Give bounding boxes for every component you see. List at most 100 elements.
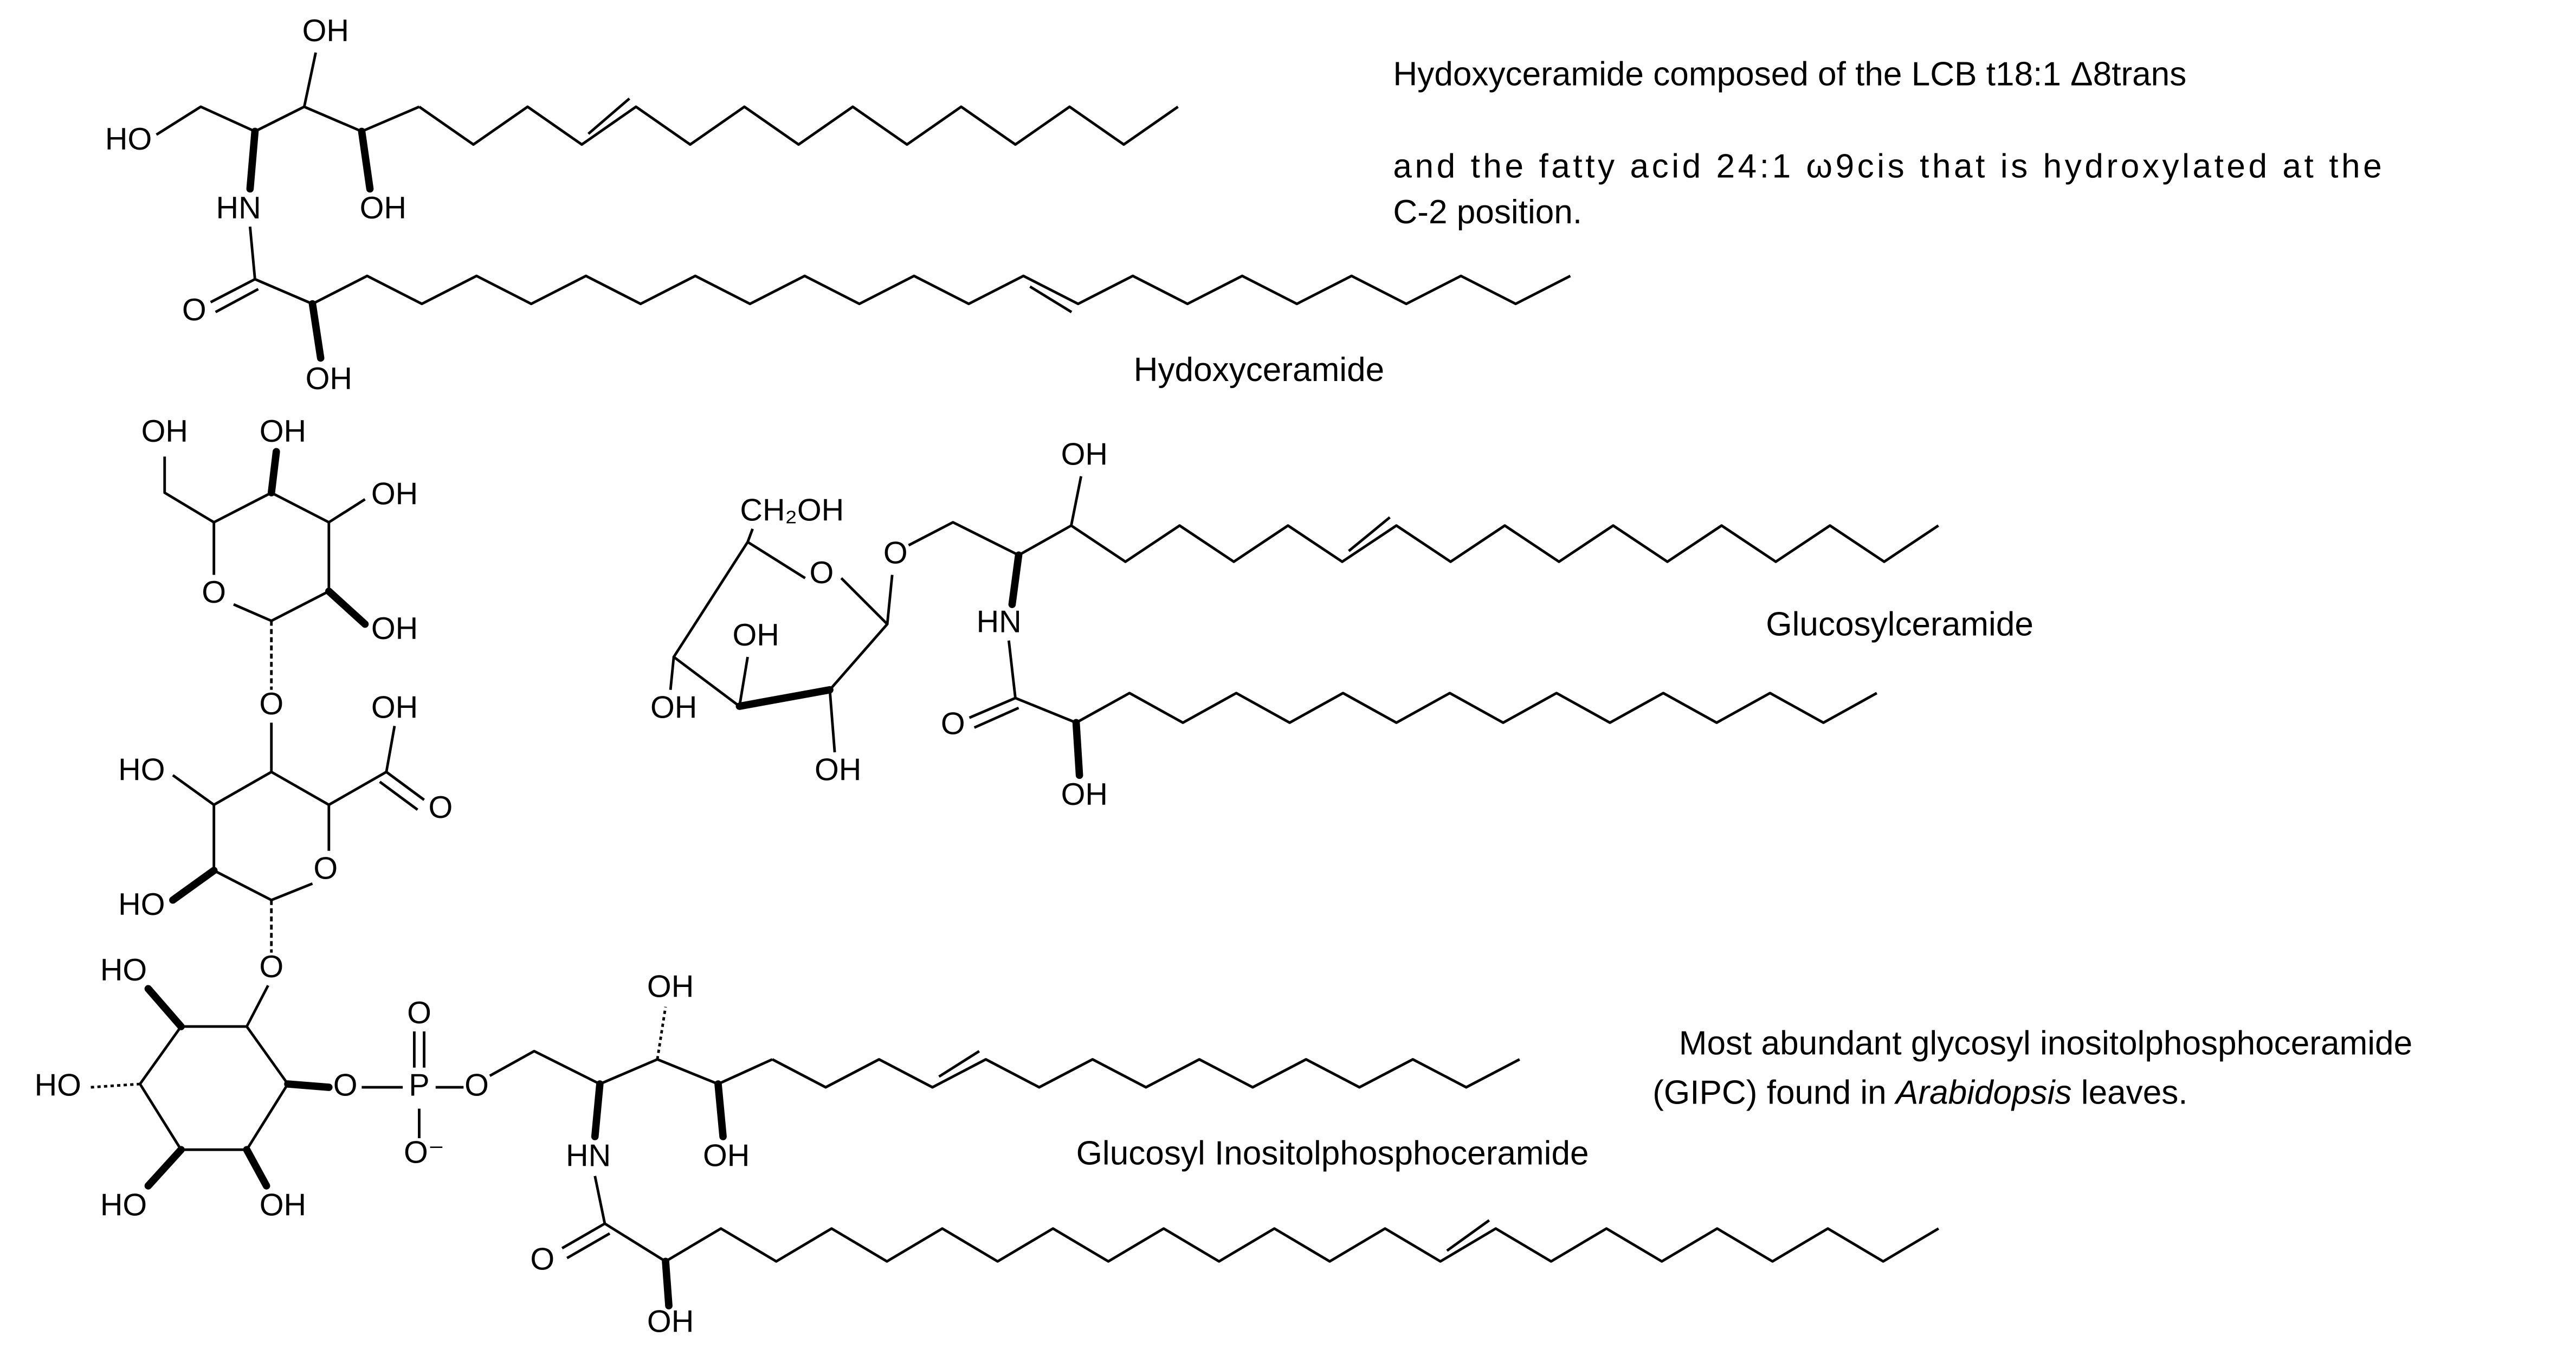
carbonyl-bond	[215, 288, 259, 313]
gipc-headgroup-bonds	[489, 1049, 773, 1086]
wedge-bond	[144, 1146, 185, 1190]
carboxyl-double-bond	[379, 780, 418, 811]
hashed-bond	[656, 1006, 667, 1060]
hydroxyceramide-fatty-acid-chain	[312, 274, 1571, 306]
carboxyl-double-bond	[385, 771, 425, 801]
atom-label: O	[428, 790, 453, 825]
gipc-fatty-acid-chain	[664, 1227, 1940, 1263]
atom-label: OH	[260, 1188, 306, 1222]
atom-label: OH	[1061, 437, 1108, 472]
wedge-bond	[591, 1080, 604, 1140]
glucuronic-ring	[212, 771, 313, 902]
hydroxyceramide-headgroup-bonds	[156, 105, 420, 136]
gipc-lcb-chain	[771, 1058, 1520, 1089]
bond	[302, 52, 317, 107]
glucose-ring	[829, 577, 889, 691]
atom-label: HN	[566, 1139, 611, 1173]
bond	[328, 498, 366, 524]
wedge-bond	[1072, 719, 1083, 779]
atom-label: OH	[260, 414, 306, 449]
carbonyl-bond	[566, 1232, 611, 1260]
atom-label: OH	[371, 476, 418, 511]
bond	[828, 689, 836, 753]
gipc-description-line-2: (GIPC) found in Arabidopsis leaves.	[1652, 1074, 2187, 1111]
hydroxyceramide-label: Hydoxyceramide	[1134, 351, 1385, 389]
bond	[669, 656, 675, 690]
bond	[738, 656, 749, 707]
inositol-ring	[139, 1025, 289, 1151]
atom-label: OH	[703, 1139, 750, 1173]
atom-label: O	[883, 535, 908, 570]
atom-labels: HO OH HN OH O OH CH₂OH O O OH OH OH OH H…	[35, 14, 1108, 1339]
gipc-description-prefix: (GIPC) found in	[1652, 1074, 1896, 1111]
atom-label: HN	[216, 191, 261, 225]
amide-bonds	[248, 226, 313, 305]
amide-bonds	[1007, 640, 1077, 724]
wedge-bond	[308, 300, 325, 362]
atom-label: O⁻	[404, 1135, 444, 1170]
glucosylceramide-label: Glucosylceramide	[1766, 606, 2033, 643]
atom-label: OH	[360, 191, 406, 225]
atom-label: O	[259, 950, 283, 984]
glucuronic-ring	[270, 771, 331, 851]
amide-bonds	[593, 1176, 667, 1263]
atom-label: O	[407, 996, 431, 1030]
wedge-bond	[714, 1080, 727, 1140]
atom-label: OH	[141, 414, 188, 449]
wedge-bond	[169, 867, 218, 904]
atom-label: HO	[118, 752, 165, 787]
hydroxyceramide-description-line-2: and the fatty acid 24:1 ω9cis that is hy…	[1393, 147, 2381, 185]
wedge-bond	[284, 1080, 333, 1091]
atom-label: O	[941, 707, 965, 741]
carbonyl-bond	[210, 278, 256, 304]
bond-lines	[91, 52, 1083, 1309]
wedge-bond	[267, 448, 280, 496]
bond	[163, 456, 215, 524]
wedge-bond	[246, 127, 259, 193]
wedge-bond	[662, 1257, 673, 1309]
bond	[172, 774, 215, 806]
atom-label: O	[333, 1068, 358, 1102]
glucosylceramide-lcb-chain	[1070, 524, 1939, 563]
wedge-bond	[144, 985, 185, 1030]
fatty-chains	[312, 97, 1940, 1263]
atom-label: O	[464, 1068, 489, 1102]
atom-label: OH	[733, 618, 779, 653]
glucose-ring	[747, 540, 806, 579]
atom-label: O	[182, 293, 206, 327]
hashed-bond	[91, 1082, 140, 1089]
atom-label: O	[810, 556, 834, 590]
glycosidic-bond	[246, 985, 269, 1028]
atom-label: OH	[302, 14, 349, 48]
wedge-bond	[243, 1146, 270, 1190]
gipc-fatty-acid-chain-double-bond	[1446, 1219, 1490, 1252]
carbonyl-bond	[969, 696, 1016, 719]
atom-label: OH	[647, 969, 694, 1004]
glucosylceramide-fatty-acid-chain	[1075, 692, 1878, 724]
bond	[886, 575, 894, 624]
atom-label: HO	[100, 953, 147, 988]
atom-label: OH	[650, 690, 697, 725]
atom-label: OH	[647, 1305, 694, 1339]
gipc-description-line-1: Most abundant glycosyl inositolphosphoce…	[1679, 1024, 2412, 1062]
atom-label: OH	[371, 690, 418, 725]
atom-label: OH	[371, 611, 418, 646]
wedge-bond	[325, 588, 369, 628]
atom-label: HO	[118, 887, 165, 922]
hexose-ring-1	[212, 491, 331, 622]
atom-label: O	[530, 1242, 554, 1276]
atom-label: HO	[35, 1068, 81, 1102]
glucose-ring-bold-edge	[735, 686, 834, 710]
atom-label: OH	[1061, 777, 1108, 812]
hydroxyceramide-lcb-chain	[418, 105, 1179, 146]
atom-label: HO	[105, 122, 152, 157]
hydroxyceramide-fatty-acid-chain-double-bond	[1029, 285, 1073, 313]
bond	[746, 528, 754, 543]
atom-label: O	[202, 575, 226, 610]
atom-label: P	[409, 1068, 429, 1102]
atom-label: O	[313, 851, 338, 886]
atom-label: CH₂OH	[740, 493, 844, 528]
carboxyl-bonds	[328, 725, 396, 806]
atom-label: HO	[100, 1188, 147, 1222]
